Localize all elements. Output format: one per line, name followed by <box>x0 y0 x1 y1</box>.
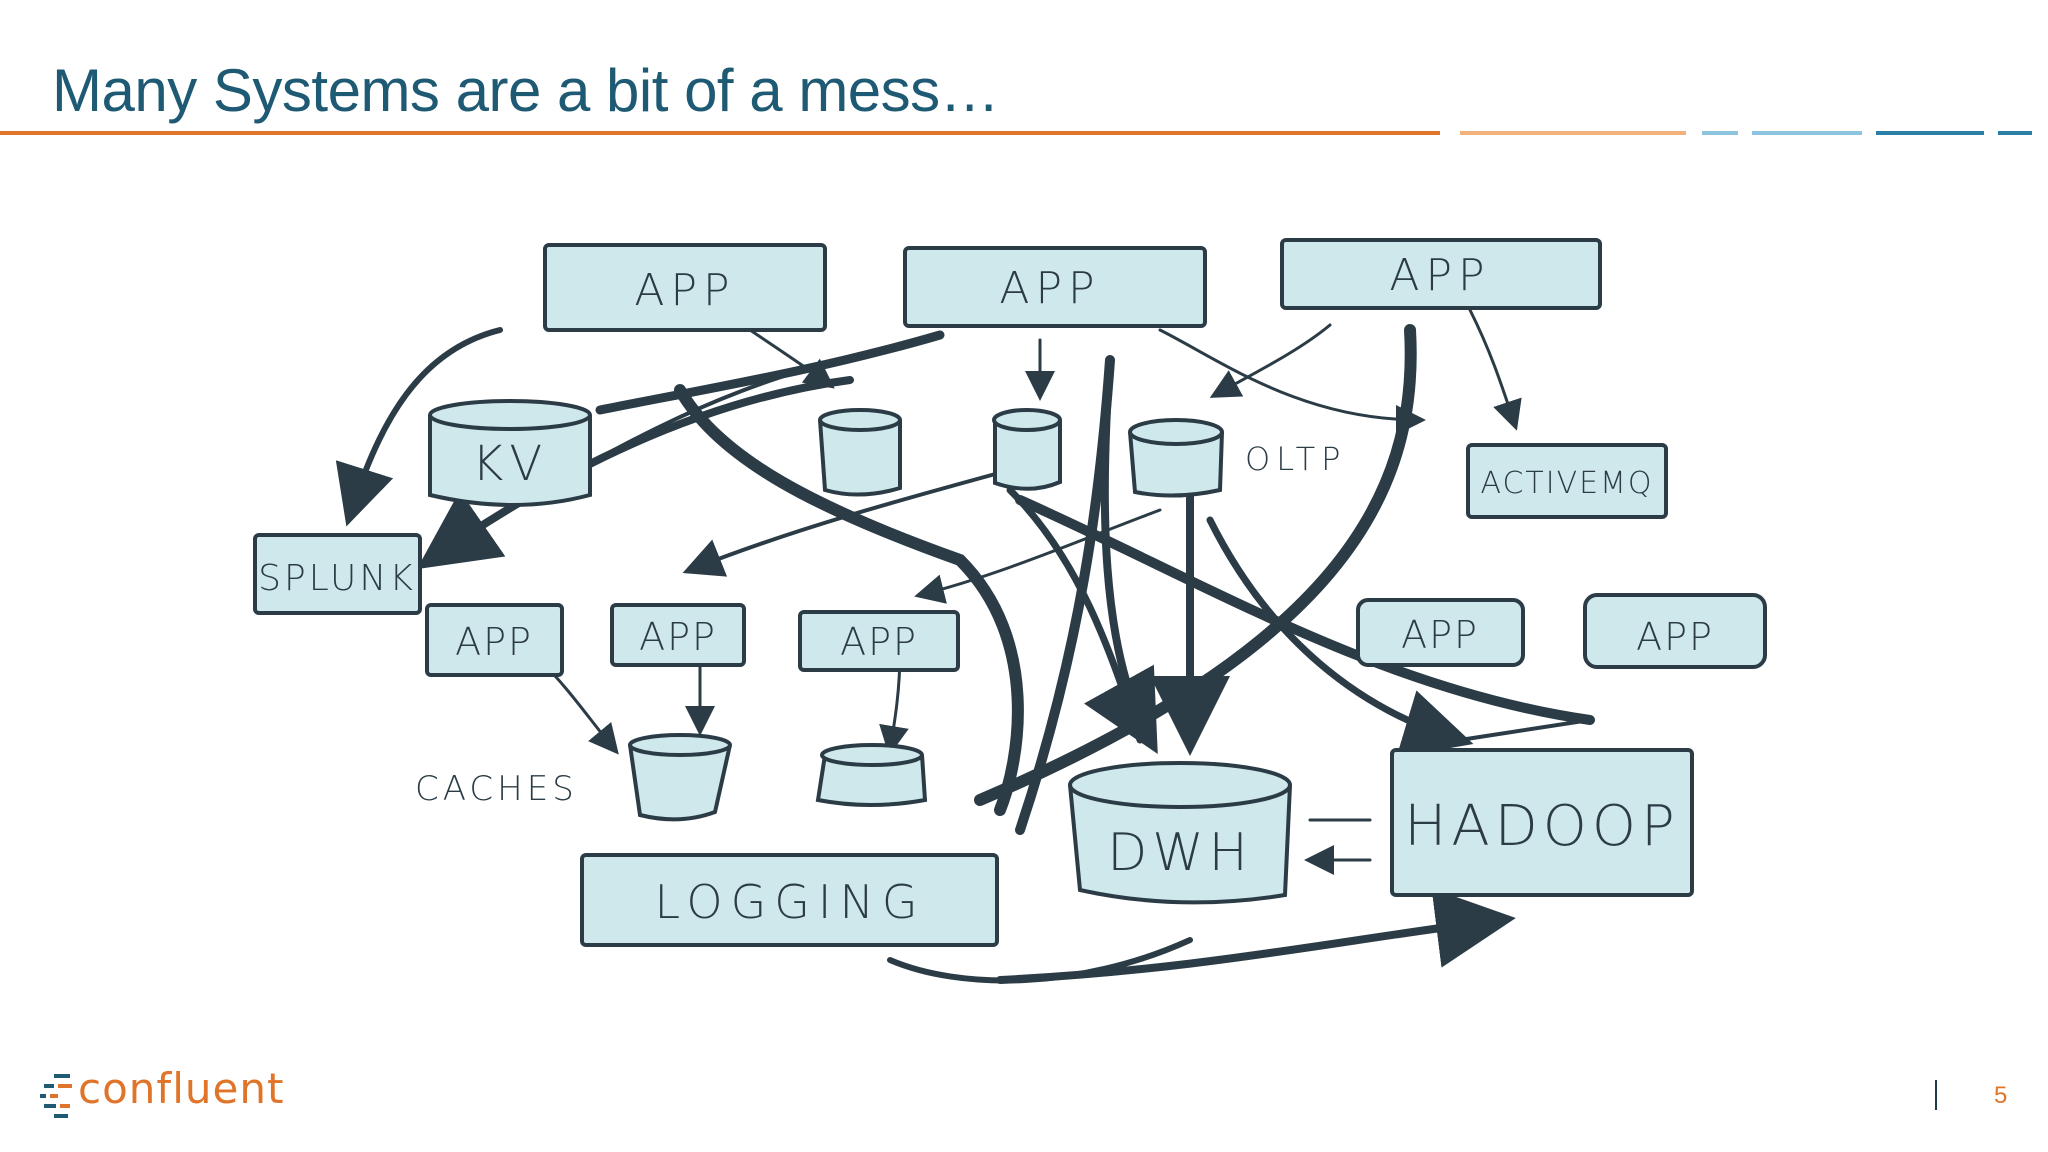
title-rule-orange <box>0 131 1440 135</box>
node-app-mid-2: APP <box>610 603 746 667</box>
node-kv-store: KV <box>428 399 592 507</box>
node-logging-label: LOGGING <box>654 875 925 929</box>
node-app-right-1: APP <box>1356 598 1525 667</box>
confluent-logo: confluent <box>40 1064 320 1128</box>
node-activemq: ACTIVEMQ <box>1466 443 1668 519</box>
cylinder-cache-2 <box>815 743 928 807</box>
page-number: 5 <box>1994 1082 2008 1109</box>
node-app-top-3-label: APP <box>1389 250 1490 301</box>
confluent-logo-text: confluent <box>78 1064 285 1113</box>
cylinder-olap <box>1128 418 1224 498</box>
cylinder-mid-1 <box>818 408 902 497</box>
node-dwh: DWH <box>1068 761 1292 905</box>
title-rule-blue-1 <box>1876 131 1984 135</box>
node-app-right-1-label: APP <box>1401 613 1479 657</box>
cylinder-mid-2 <box>992 408 1062 491</box>
confluent-logo-icon <box>40 1074 72 1118</box>
node-app-top-2: APP <box>903 246 1207 328</box>
node-app-mid-1: APP <box>425 603 564 677</box>
node-app-mid-1-label: APP <box>455 620 533 664</box>
node-app-top-3: APP <box>1280 238 1602 310</box>
node-activemq-label: ACTIVEMQ <box>1480 466 1653 501</box>
node-kv-store-label: KV <box>472 436 548 492</box>
node-app-top-1-label: APP <box>634 265 735 316</box>
node-app-mid-3: APP <box>798 610 960 672</box>
node-app-mid-3-label: APP <box>840 620 918 664</box>
node-app-top-2-label: APP <box>999 263 1100 314</box>
title-rule-light-orange <box>1460 131 1686 135</box>
node-hadoop-label: HADOOP <box>1404 794 1679 859</box>
node-app-right-2-label: APP <box>1636 615 1714 659</box>
olap-label: OLTP <box>1245 440 1346 478</box>
page-separator <box>1935 1080 1937 1110</box>
node-splunk-label: SPLUNK <box>258 558 416 599</box>
node-app-right-2: APP <box>1583 593 1767 669</box>
slide-title: Many Systems are a bit of a mess… <box>52 57 1000 124</box>
node-dwh-label: DWH <box>1107 823 1253 883</box>
node-logging: LOGGING <box>580 853 999 947</box>
caches-label: CACHES <box>415 769 578 809</box>
node-hadoop: HADOOP <box>1390 748 1694 897</box>
node-app-mid-2-label: APP <box>639 615 717 659</box>
node-splunk: SPLUNK <box>253 533 422 615</box>
connection-lines <box>335 308 1595 984</box>
node-app-top-1: APP <box>543 243 827 332</box>
title-rule-light-blue-1 <box>1702 131 1738 135</box>
title-rule-light-blue-2 <box>1752 131 1862 135</box>
cylinder-cache-1 <box>628 733 732 822</box>
title-rule-blue-2 <box>1998 131 2032 135</box>
